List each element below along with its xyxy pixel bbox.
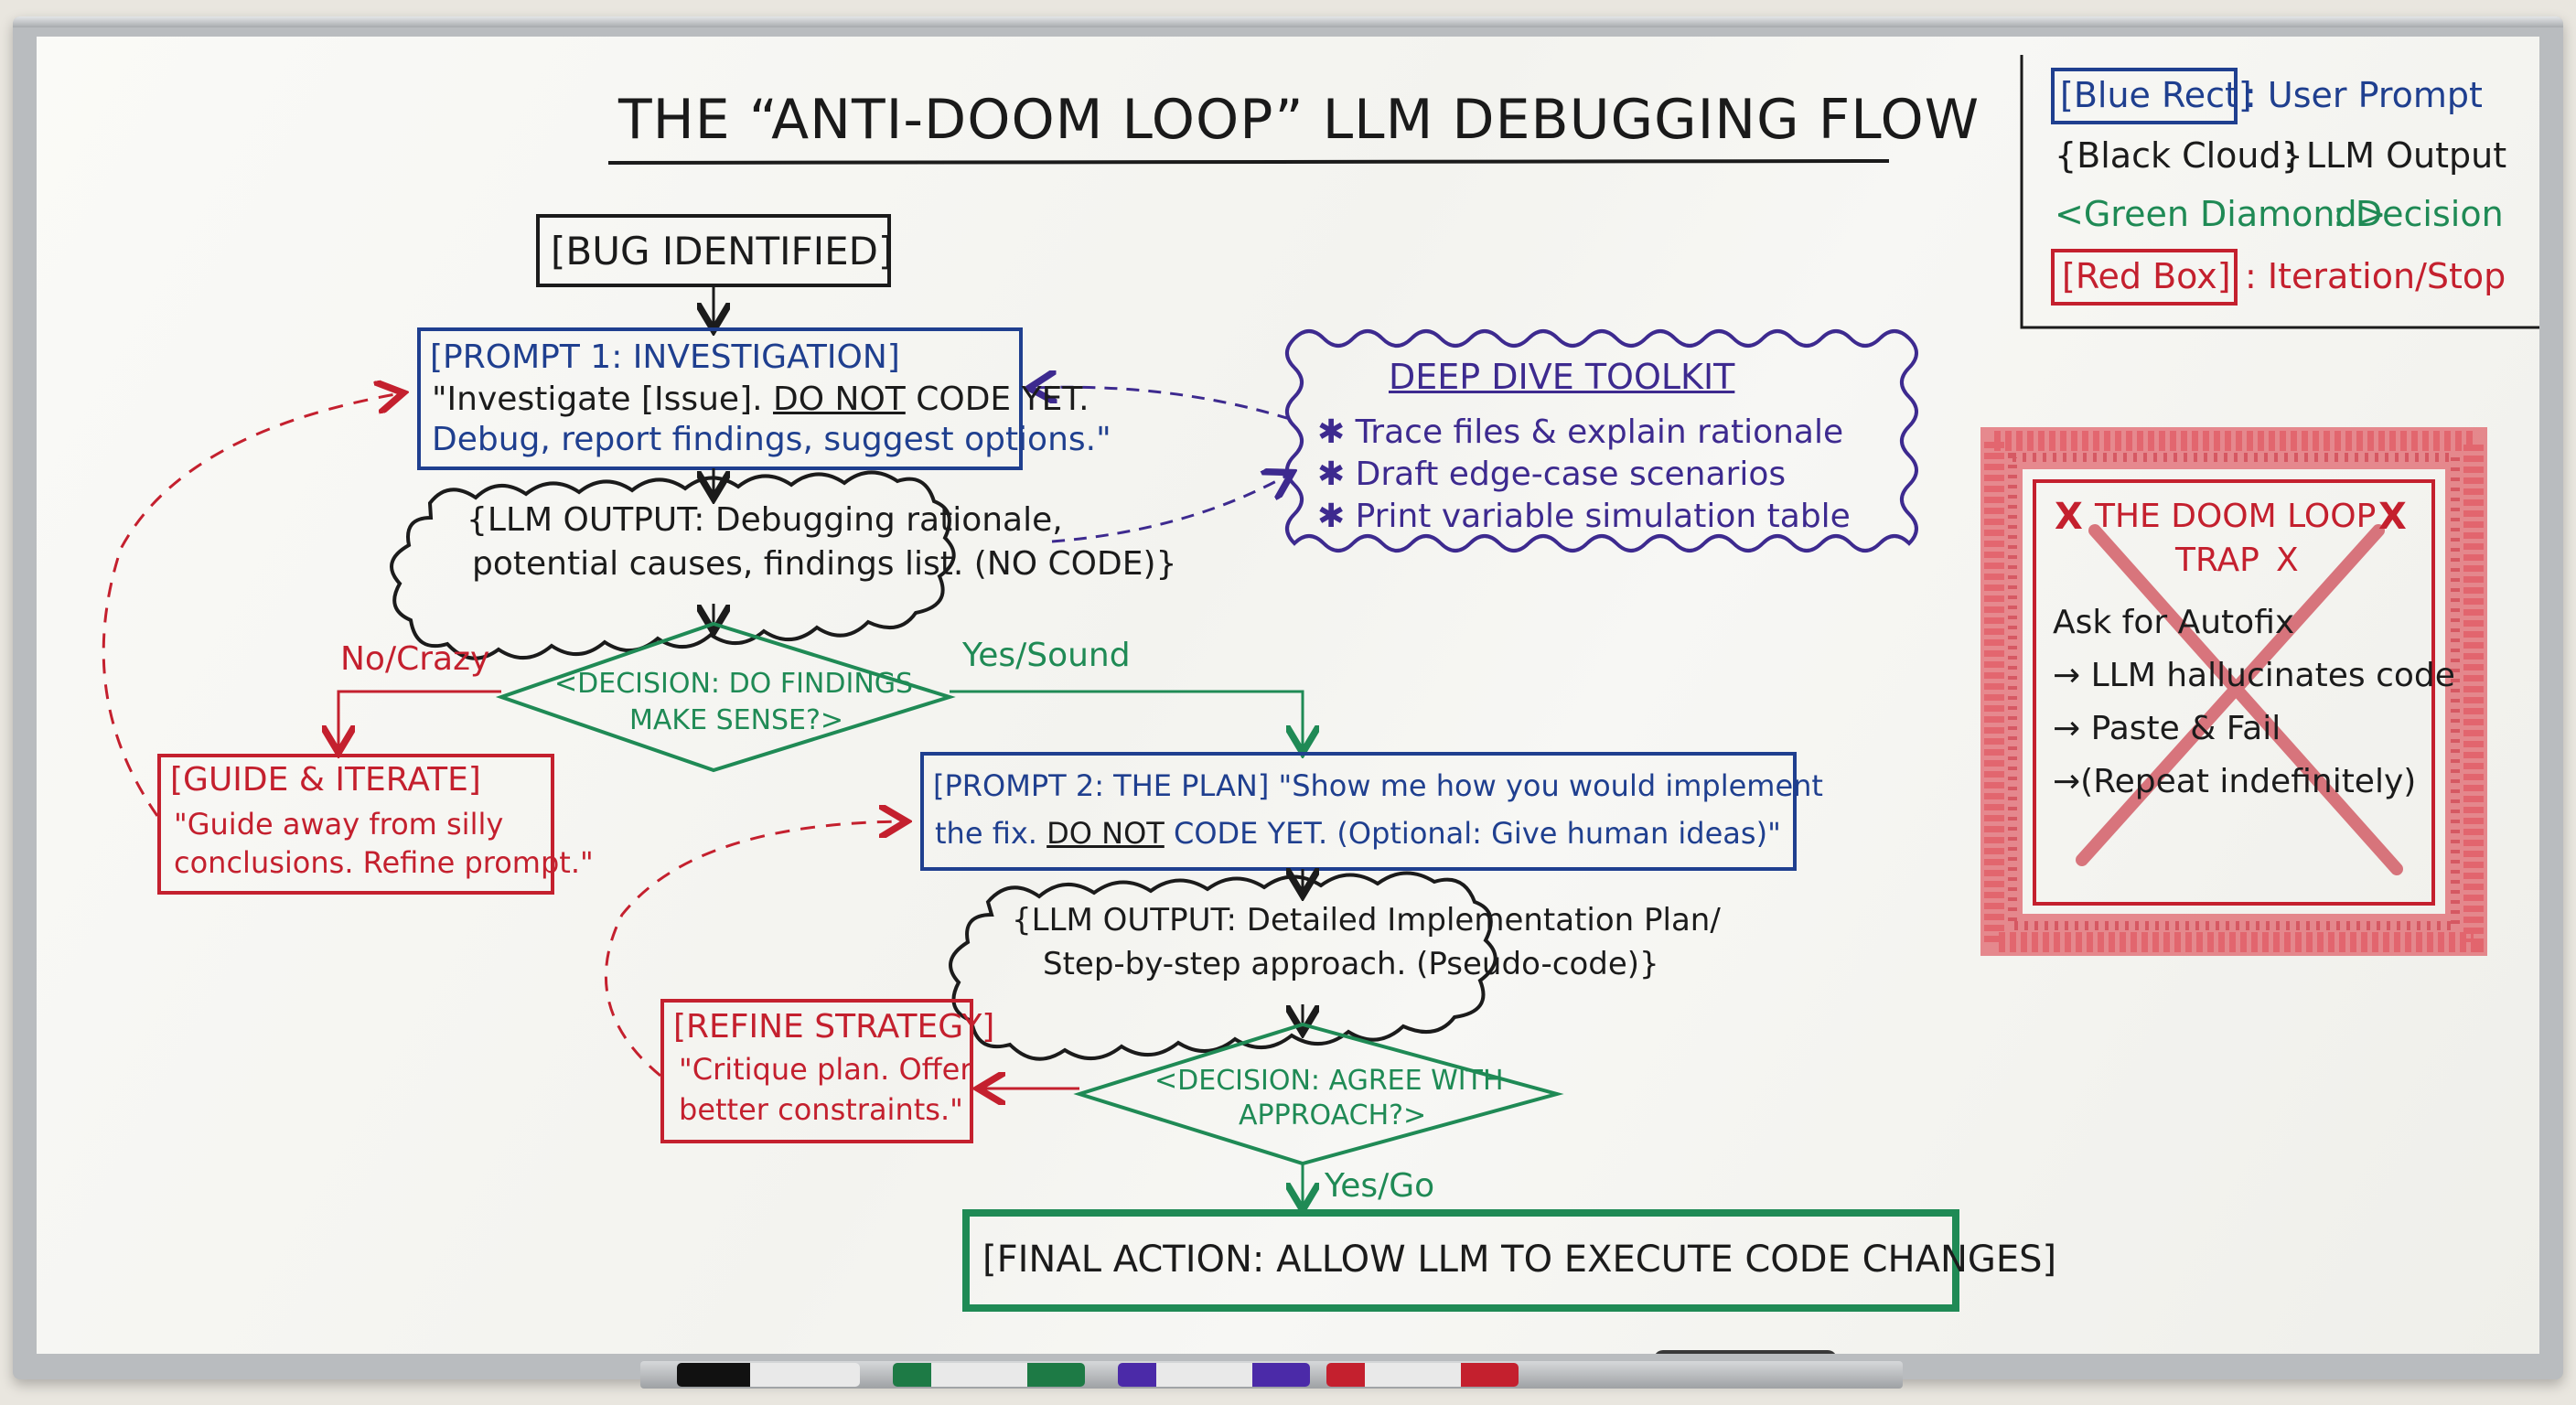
- toolkit-title: DEEP DIVE TOOLKIT: [1389, 357, 1735, 397]
- doom-title-line2: TRAP: [2175, 542, 2259, 579]
- decision1-line2: MAKE SENSE?>: [629, 704, 844, 736]
- toolkit-item: ✱ Trace files & explain rationale: [1317, 413, 1844, 451]
- legend-green-tag: <Green Diamond>: [2055, 194, 2387, 234]
- decision1-diamond: [495, 621, 956, 773]
- doom-x-icon: X: [2276, 542, 2299, 579]
- refine-title: [REFINE STRATEGY]: [673, 1008, 995, 1046]
- prompt1-line2: Debug, report findings, suggest options.…: [432, 421, 1111, 458]
- black-marker[interactable]: [677, 1363, 860, 1387]
- prompt1-box: [417, 327, 1023, 470]
- legend-red-text: : Iteration/Stop: [2245, 256, 2506, 296]
- legend-red-tag: [Red Box]: [2062, 256, 2231, 296]
- no-crazy-label: No/Crazy: [340, 640, 490, 678]
- output1-line2: potential causes, findings list. (NO COD…: [472, 545, 1177, 583]
- output1-line1: {LLM OUTPUT: Debugging rationale,: [467, 501, 1063, 539]
- green-marker[interactable]: [893, 1363, 1085, 1387]
- purple-marker[interactable]: [1118, 1363, 1310, 1387]
- legend-black-text: : LLM Output: [2283, 135, 2507, 176]
- bug-identified-label: [BUG IDENTIFIED]: [551, 229, 894, 273]
- legend-blue-text: : User Prompt: [2245, 75, 2483, 115]
- doom-title-line1: THE DOOM LOOP: [2095, 498, 2377, 535]
- yes-go-label: Yes/Go: [1325, 1167, 1435, 1205]
- doom-line4: →(Repeat indefinitely): [2053, 763, 2417, 800]
- whiteboard: THE “ANTI-DOOM LOOP” LLM DEBUGGING FLOW …: [37, 37, 2539, 1354]
- prompt1-title: [PROMPT 1: INVESTIGATION]: [430, 338, 900, 376]
- output2-line1: {LLM OUTPUT: Detailed Implementation Pla…: [1012, 902, 1721, 938]
- legend-green-text: : Decision: [2333, 194, 2504, 234]
- legend-blue-tag: [Blue Rect]: [2060, 75, 2252, 115]
- guide-box: [157, 754, 554, 895]
- doom-cross: [2076, 524, 2403, 875]
- refine-line2: better constraints.": [679, 1092, 963, 1127]
- decision2-line2: APPROACH?>: [1239, 1099, 1427, 1132]
- red-marker[interactable]: [1326, 1363, 1519, 1387]
- page-title: THE “ANTI-DOOM LOOP” LLM DEBUGGING FLOW: [618, 88, 1980, 152]
- prompt2-line2: the fix. DO NOT CODE YET. (Optional: Giv…: [935, 816, 1781, 851]
- legend-black-tag: {Black Cloud}: [2055, 135, 2303, 176]
- output2-cloud: [949, 871, 1497, 1061]
- title-underline: [607, 159, 1890, 165]
- guide-line1: "Guide away from silly: [174, 807, 504, 842]
- output2-line2: Step-by-step approach. (Pseudo-code)}: [1043, 946, 1659, 982]
- doom-line1: Ask for Autofix: [2053, 604, 2295, 641]
- doom-x-icon: X: [2378, 496, 2407, 538]
- toolkit-box: [1285, 329, 1918, 552]
- prompt1-line1: "Investigate [Issue]. DO NOT CODE YET.: [432, 381, 1089, 418]
- refine-box: [660, 999, 973, 1143]
- legend-blue-swatch: [2051, 68, 2238, 124]
- final-box: [962, 1209, 1959, 1312]
- prompt2-line1: [PROMPT 2: THE PLAN] "Show me how you wo…: [933, 768, 1823, 803]
- legend-red-swatch: [2051, 249, 2238, 306]
- final-action-label: [FINAL ACTION: ALLOW LLM TO EXECUTE CODE…: [982, 1239, 2057, 1281]
- decision2-line1: <DECISION: AGREE WITH: [1154, 1065, 1504, 1097]
- refine-line1: "Critique plan. Offer: [679, 1052, 972, 1087]
- doom-line3: → Paste & Fail: [2053, 710, 2281, 747]
- output1-cloud: [390, 470, 956, 660]
- toolkit-item: ✱ Draft edge-case scenarios: [1317, 456, 1787, 493]
- yes-sound-label: Yes/Sound: [962, 637, 1131, 674]
- decision1-line1: <DECISION: DO FINDINGS: [554, 668, 914, 700]
- doom-scribble: [1980, 427, 2487, 956]
- guide-title: [GUIDE & ITERATE]: [170, 761, 481, 799]
- flow-drawing: [102, 55, 2539, 1312]
- doom-x-icon: X: [2055, 496, 2083, 538]
- toolkit-item: ✱ Print variable simulation table: [1317, 498, 1851, 535]
- guide-line2: conclusions. Refine prompt.": [174, 845, 594, 880]
- doom-line2: → LLM hallucinates code: [2053, 657, 2455, 694]
- doom-box: [2033, 479, 2435, 906]
- prompt2-box: [920, 752, 1797, 871]
- legend-border: [2020, 55, 2539, 329]
- eraser[interactable]: [1654, 1350, 1837, 1354]
